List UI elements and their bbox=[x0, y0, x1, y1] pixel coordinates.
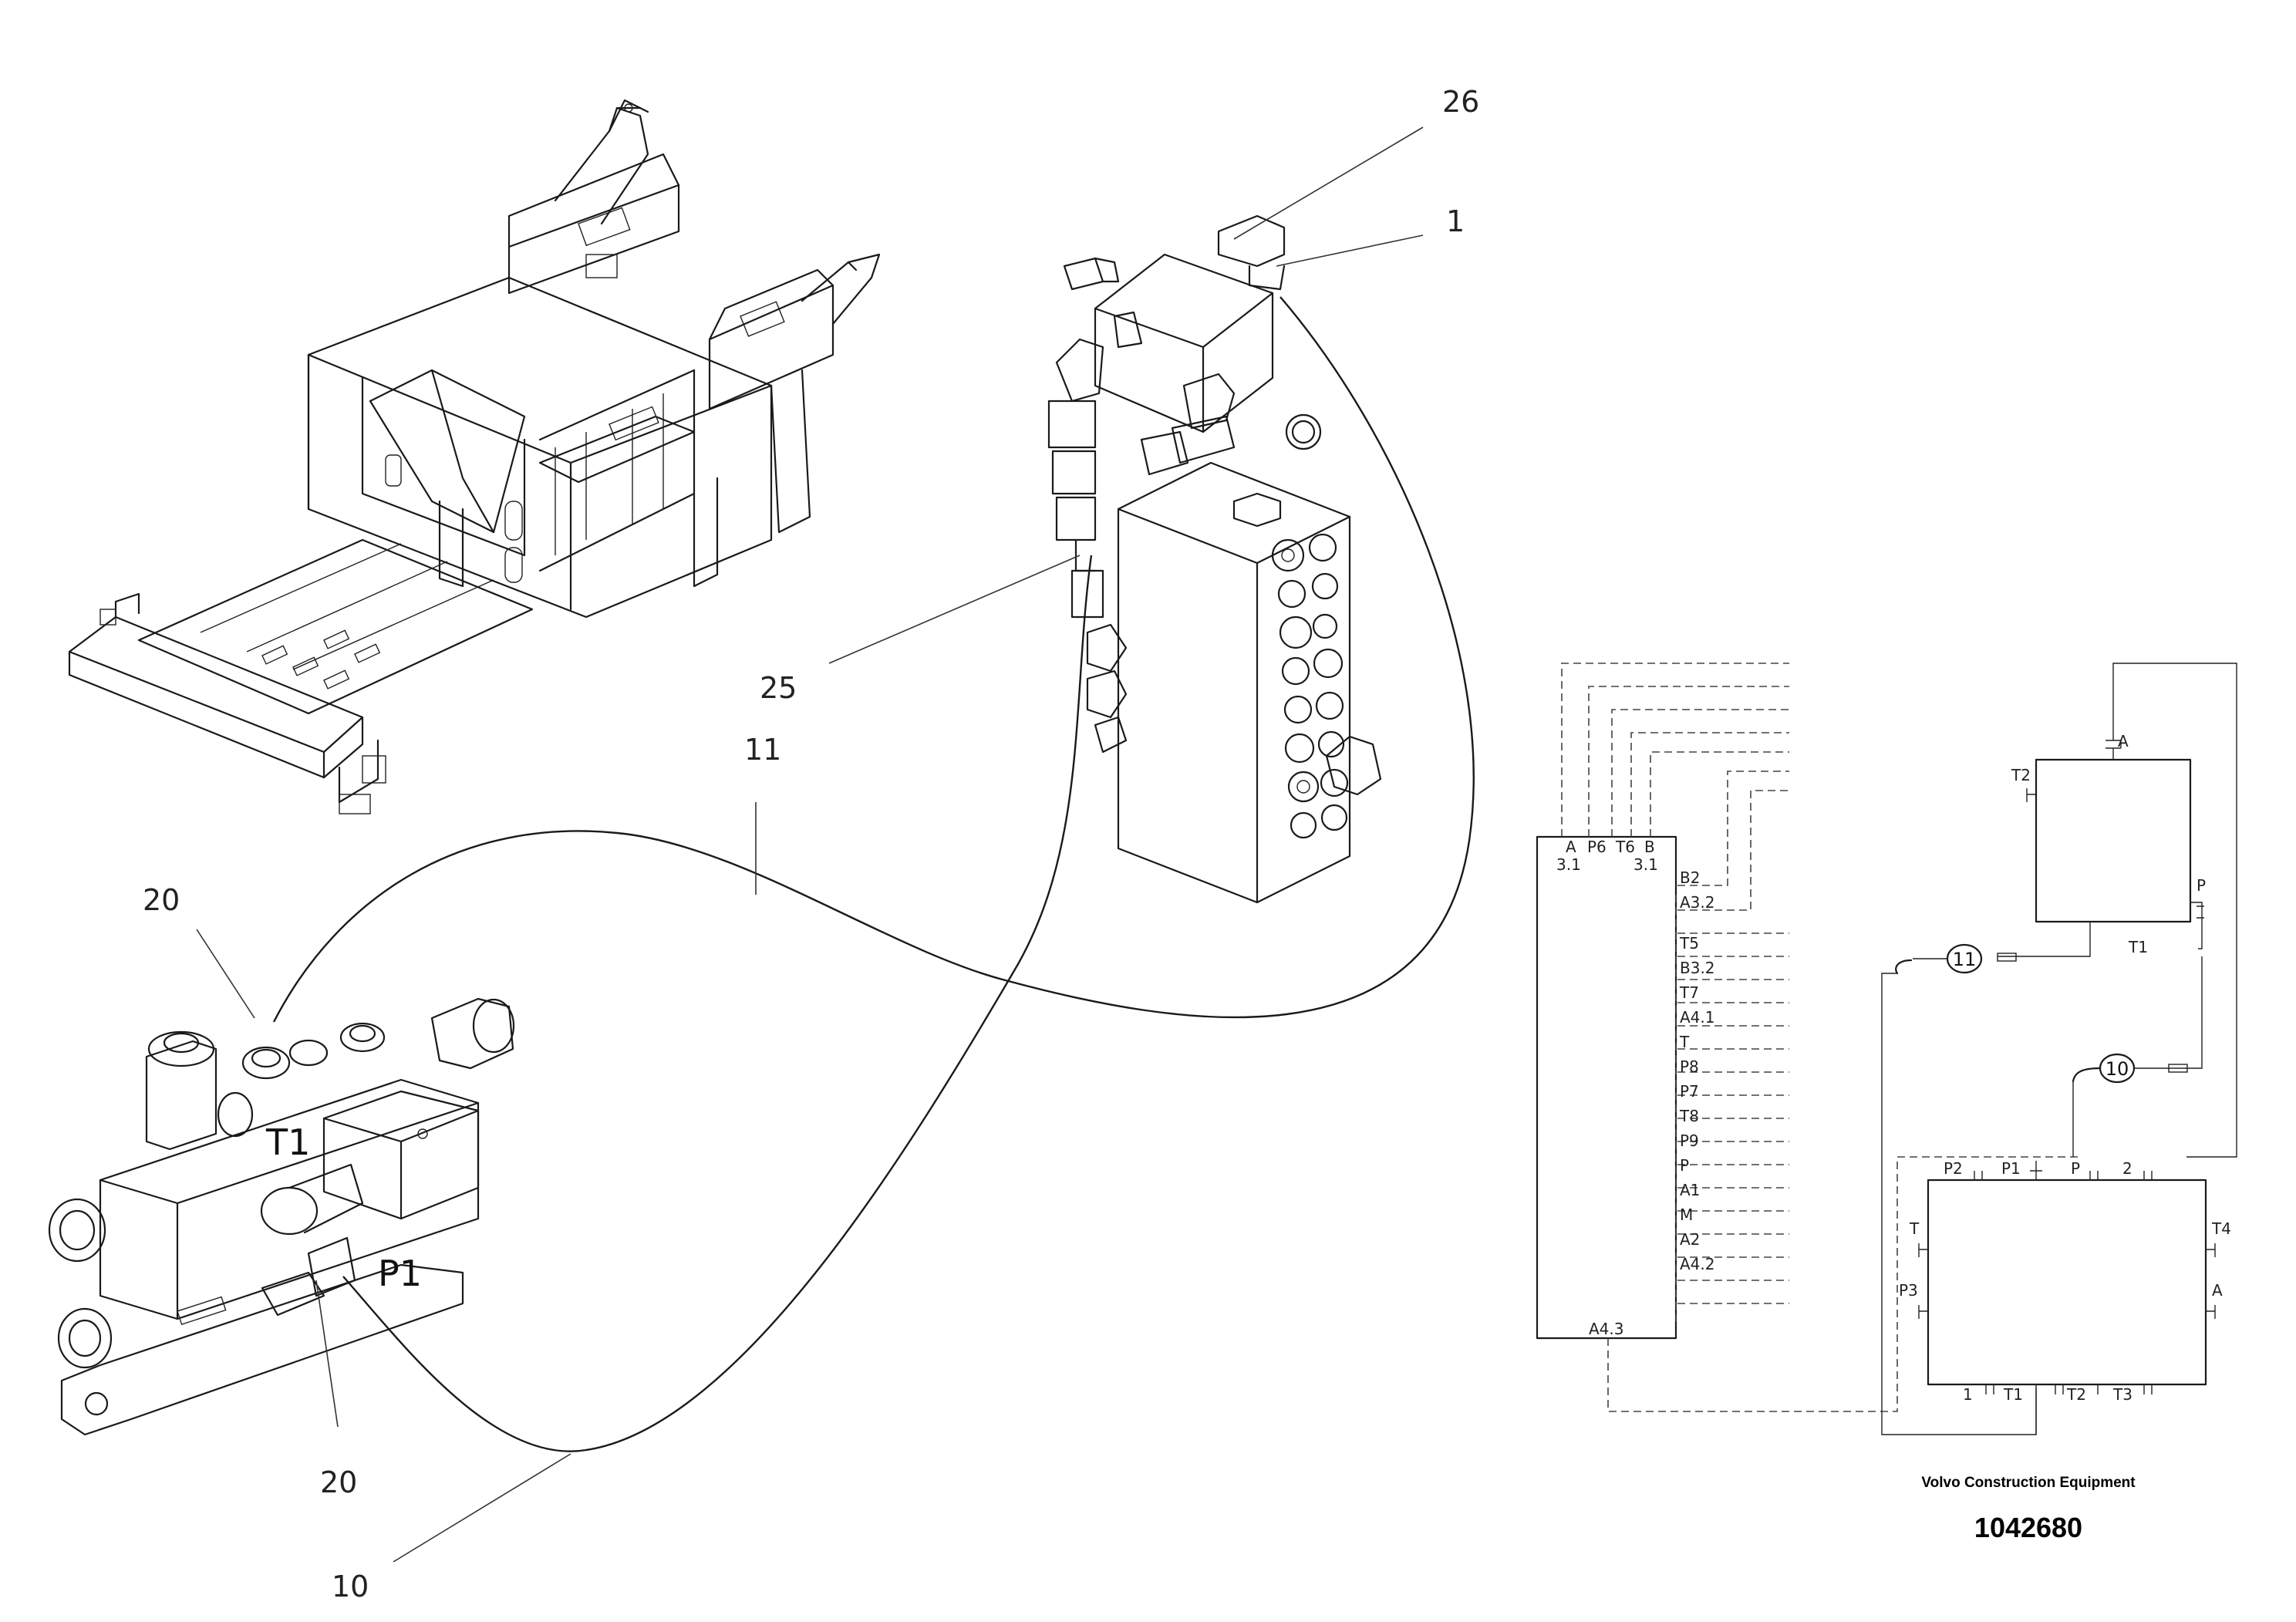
svg-text:T7: T7 bbox=[1679, 983, 1699, 1002]
svg-text:M: M bbox=[1680, 1206, 1693, 1224]
callouts: 26 1 25 11 20 20 10 T1 P1 bbox=[143, 85, 1479, 1603]
schematic-left-block bbox=[1536, 835, 1677, 1340]
sch-low-t: T bbox=[1909, 1219, 1920, 1238]
callout-10: 10 bbox=[332, 1570, 369, 1603]
sch-hose-11: 11 bbox=[1953, 949, 1977, 970]
svg-text:T5: T5 bbox=[1679, 934, 1699, 953]
schematic-lower-valve bbox=[1927, 1179, 2207, 1386]
upper-valve-assembly bbox=[1047, 214, 1382, 904]
lower-valve-assembly bbox=[48, 997, 515, 1436]
sch-upper-t2: T2 bbox=[2011, 766, 2031, 784]
callout-20-bottom: 20 bbox=[320, 1465, 357, 1499]
svg-text:B2: B2 bbox=[1680, 868, 1700, 887]
callout-20-top: 20 bbox=[143, 883, 180, 917]
svg-text:P8: P8 bbox=[1680, 1057, 1699, 1076]
sch-low-2: 2 bbox=[2122, 1159, 2132, 1178]
sch-low-p1: P1 bbox=[2001, 1159, 2021, 1178]
svg-text:T: T bbox=[1679, 1033, 1690, 1051]
sch-label-b: B bbox=[1644, 838, 1655, 856]
svg-text:A4.1: A4.1 bbox=[1680, 1008, 1715, 1027]
machine-frame-illustration bbox=[68, 99, 881, 814]
sch-label-31a: 3.1 bbox=[1556, 855, 1581, 874]
company-name: Volvo Construction Equipment bbox=[1921, 1475, 2136, 1491]
sch-low-1: 1 bbox=[1963, 1385, 1973, 1404]
part-number: 1042680 bbox=[1974, 1512, 2083, 1543]
sch-low-a: A bbox=[2212, 1281, 2223, 1300]
hose-11 bbox=[272, 296, 1475, 1023]
sch-label-a: A bbox=[1566, 838, 1576, 856]
sch-upper-p: P bbox=[2197, 876, 2206, 895]
sch-low-p3: P3 bbox=[1899, 1281, 1918, 1300]
callout-26: 26 bbox=[1442, 85, 1479, 119]
hydraulic-schematic: A P6 T6 B 3.1 3.1 B2 A3.2 T5 B3.2 T7 A4.… bbox=[1536, 663, 2237, 1435]
sch-low-t1: T1 bbox=[2003, 1385, 2023, 1404]
svg-text:A4.2: A4.2 bbox=[1680, 1255, 1715, 1273]
sch-label-t6: T6 bbox=[1615, 838, 1635, 856]
svg-text:T8: T8 bbox=[1679, 1107, 1699, 1125]
hoses bbox=[272, 296, 1475, 1452]
block-ports bbox=[1271, 533, 1349, 839]
svg-text:A1: A1 bbox=[1680, 1181, 1700, 1199]
sch-low-p: P bbox=[2071, 1159, 2080, 1178]
sch-low-p2: P2 bbox=[1944, 1159, 1963, 1178]
callout-11: 11 bbox=[744, 733, 781, 767]
sch-low-t3: T3 bbox=[2112, 1385, 2132, 1404]
svg-text:B3.2: B3.2 bbox=[1680, 959, 1715, 977]
svg-text:P: P bbox=[1680, 1156, 1689, 1175]
leader-lines bbox=[196, 126, 1424, 1563]
svg-text:P7: P7 bbox=[1680, 1082, 1699, 1101]
sch-label-31b: 3.1 bbox=[1633, 855, 1658, 874]
sch-low-t2: T2 bbox=[2066, 1385, 2086, 1404]
sch-right-labels: B2 A3.2 T5 B3.2 T7 A4.1 T P8 P7 T8 P9 P … bbox=[1679, 868, 1715, 1273]
schematic-right-lines bbox=[1677, 932, 1789, 1304]
callout-25: 25 bbox=[760, 671, 797, 705]
sch-label-a43: A4.3 bbox=[1589, 1320, 1624, 1338]
svg-text:P9: P9 bbox=[1680, 1131, 1699, 1150]
hose-10 bbox=[342, 555, 1093, 1452]
sch-hose-10: 10 bbox=[2106, 1058, 2129, 1080]
sch-upper-t1: T1 bbox=[2128, 938, 2148, 956]
sch-upper-a: A bbox=[2118, 732, 2129, 750]
svg-text:A3.2: A3.2 bbox=[1680, 893, 1715, 912]
schematic-upper-valve bbox=[2035, 758, 2192, 923]
port-label-p1: P1 bbox=[378, 1253, 422, 1294]
sch-label-p6: P6 bbox=[1587, 838, 1607, 856]
svg-text:A2: A2 bbox=[1680, 1230, 1700, 1249]
sch-low-t4: T4 bbox=[2211, 1219, 2231, 1238]
callout-1: 1 bbox=[1446, 204, 1465, 238]
port-label-t1: T1 bbox=[265, 1121, 310, 1163]
